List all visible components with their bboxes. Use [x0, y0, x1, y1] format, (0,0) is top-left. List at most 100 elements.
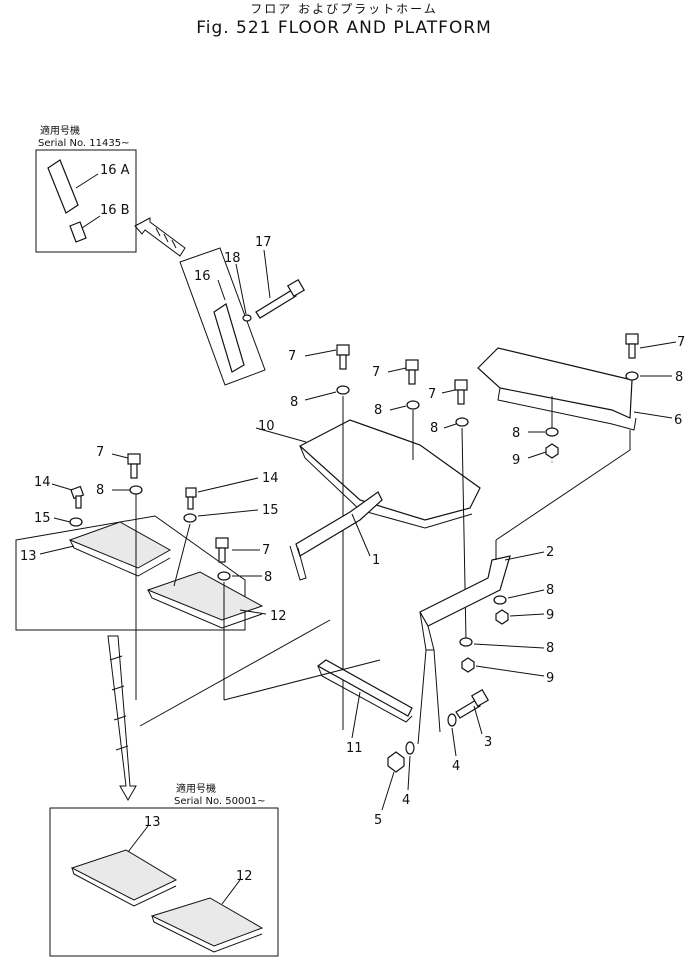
- part-16b-shape: [69, 221, 87, 243]
- callout-17: 17: [255, 235, 272, 250]
- callout-4a: 4: [452, 759, 460, 774]
- washer-8-g: [459, 637, 473, 647]
- washer-4-b: [405, 741, 415, 755]
- bolts-upper: 7 8 7 8 7 8 7 8 8 9: [288, 333, 685, 730]
- bolt-3-head: [470, 688, 490, 708]
- callout-11: 11: [346, 741, 363, 756]
- washer-8-f: [493, 595, 507, 605]
- callout-2: 2: [546, 545, 554, 560]
- part-16-shape: [213, 303, 245, 373]
- washer-4-a: [447, 713, 457, 727]
- part-18-washer: [242, 314, 252, 322]
- callout-1: 1: [372, 553, 380, 568]
- callout-9c: 9: [546, 671, 554, 686]
- callout-7c: 7: [428, 387, 436, 402]
- inset-part-12: [150, 897, 264, 947]
- bolt-7-head-d: [625, 333, 639, 345]
- bolt-7-head-a: [336, 344, 350, 356]
- part-12-plate: [146, 571, 264, 621]
- callout-15b: 15: [262, 503, 279, 518]
- inset-bottom-serial: Serial No. 50001~: [174, 796, 265, 807]
- callout-12a: 12: [270, 609, 287, 624]
- part-2-bracket: 2: [419, 540, 554, 651]
- left-platform-group: 13 12 7 8 14 15 14 15 7 8: [15, 445, 381, 727]
- part-1-bracket: 1: [289, 491, 383, 581]
- bolt-3: [455, 699, 481, 719]
- callout-13b: 13: [144, 815, 161, 830]
- washer-8-d: [625, 371, 639, 381]
- part-13-plate: [68, 521, 172, 569]
- callout-12b: 12: [236, 869, 253, 884]
- inset-top-serial: Serial No. 11435~: [38, 138, 129, 149]
- washer-15-b: [183, 513, 197, 523]
- inset-part-13: [70, 849, 178, 901]
- bolt-7-head-b: [405, 359, 419, 371]
- inset-top: 適用号機 Serial No. 11435~ 16 A 16 B: [35, 124, 137, 253]
- leader-16b: [81, 215, 101, 229]
- callout-15a: 15: [34, 511, 51, 526]
- nut-9-b: [495, 609, 509, 625]
- inset-bottom: 適用号機 Serial No. 50001~ 13 12: [49, 782, 279, 957]
- part-17-head: [286, 278, 306, 298]
- bolt-7-head-e: [127, 453, 141, 465]
- leader-18: [235, 263, 247, 315]
- bolt-7-shank-c: [457, 389, 465, 405]
- leader-16: [217, 279, 226, 301]
- callout-9b: 9: [546, 608, 554, 623]
- callout-16: 16: [194, 269, 211, 284]
- part-17-bolt: [255, 289, 297, 319]
- callout-8e: 8: [512, 426, 520, 441]
- washer-8-a: [336, 385, 350, 395]
- nut-9-c: [461, 657, 475, 673]
- arrow-to-bottom-inset: [107, 635, 137, 802]
- part-16-panel: [179, 247, 266, 386]
- callout-8i: 8: [264, 570, 272, 585]
- part-11-bar: 11: [316, 659, 413, 756]
- callout-8d: 8: [675, 370, 683, 385]
- washer-8-i: [217, 571, 231, 581]
- bolt-7-head-c: [454, 379, 468, 391]
- washer-8-b: [406, 400, 420, 410]
- bolt-14-shank-b: [187, 496, 194, 510]
- leader-17: [263, 249, 271, 299]
- washer-8-e: [545, 427, 559, 437]
- bolt-7-shank-e: [130, 463, 138, 479]
- inset-bottom-frame: [49, 807, 279, 957]
- callout-8f: 8: [546, 583, 554, 598]
- inset-bottom-jp-label: 適用号機: [176, 782, 216, 795]
- callout-8g: 8: [546, 641, 554, 656]
- nut-5: [387, 751, 405, 773]
- bolt-7-head-f: [215, 537, 229, 549]
- fasteners-bottom: 3 4 4 5: [374, 649, 492, 828]
- callout-4b: 4: [402, 793, 410, 808]
- bolt-7-shank-b: [408, 369, 416, 385]
- leader-16a: [75, 173, 99, 189]
- callout-16b: 16 B: [100, 203, 130, 218]
- callout-6: 6: [674, 413, 682, 428]
- callout-7e: 7: [96, 445, 104, 460]
- callout-8h: 8: [96, 483, 104, 498]
- washer-8-h: [129, 485, 143, 495]
- washer-8-c: [455, 417, 469, 427]
- callout-8c: 8: [430, 421, 438, 436]
- callout-14b: 14: [262, 471, 279, 486]
- callout-16a: 16 A: [100, 163, 130, 178]
- callout-10: 10: [258, 419, 275, 434]
- washer-15-a: [69, 517, 83, 527]
- callout-5: 5: [374, 813, 382, 828]
- group-16-17-18: 16 18 17: [179, 235, 306, 386]
- bolt-7-shank-f: [218, 547, 226, 563]
- bolt-14-shank-a: [75, 495, 82, 509]
- callout-18: 18: [224, 251, 241, 266]
- callout-9a: 9: [512, 453, 520, 468]
- fasteners-right: 8 9 8 9: [459, 583, 554, 686]
- callout-8b: 8: [374, 403, 382, 418]
- callout-7d: 7: [677, 335, 685, 350]
- figure-title: Fig. 521 FLOOR AND PLATFORM: [196, 18, 492, 38]
- callout-7a: 7: [288, 349, 296, 364]
- bolt-14-head-b: [185, 487, 197, 498]
- callout-14a: 14: [34, 475, 51, 490]
- callout-8a: 8: [290, 395, 298, 410]
- bolt-7-shank-a: [339, 354, 347, 370]
